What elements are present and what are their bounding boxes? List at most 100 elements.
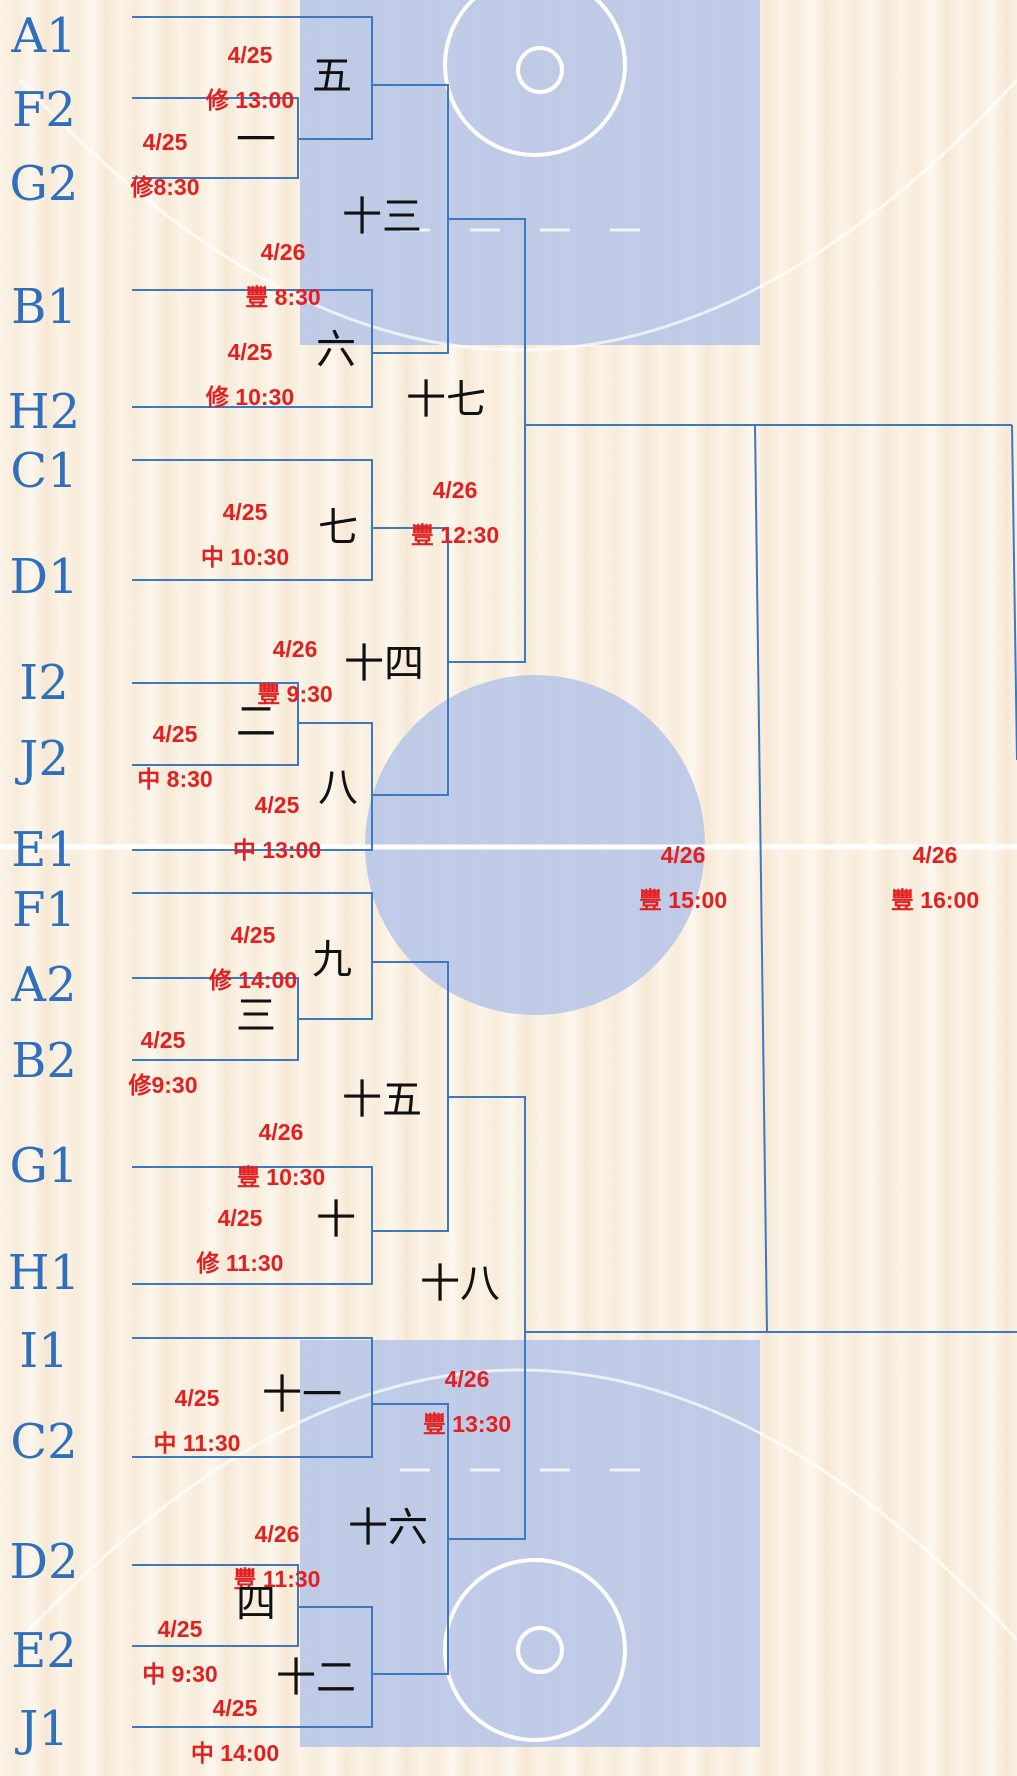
team-label: H2 bbox=[7, 384, 81, 440]
match-time: 中 14:00 bbox=[190, 1740, 280, 1766]
bracket-line-semifinal bbox=[525, 424, 769, 1333]
match-time: 豐 9:30 bbox=[257, 681, 333, 707]
bracket-line-match-3 bbox=[132, 977, 299, 1061]
match-number: 八 bbox=[318, 765, 358, 811]
match-schedule: 4/25 中 13:00 bbox=[222, 783, 332, 873]
team-label: I1 bbox=[19, 1323, 69, 1379]
match-date: 4/25 bbox=[222, 499, 268, 525]
match-schedule: 4/26 豐 12:30 bbox=[400, 468, 510, 558]
match-schedule: 4/25 中 11:30 bbox=[142, 1376, 252, 1466]
match-number: 三 bbox=[236, 993, 276, 1039]
match-schedule: 4/25 修 10:30 bbox=[195, 330, 305, 420]
match-date: 4/25 bbox=[152, 721, 198, 747]
match-time: 豐 10:30 bbox=[236, 1164, 326, 1190]
match-schedule: 4/26 豐 10:30 bbox=[226, 1110, 336, 1200]
match-time: 豐 11:30 bbox=[233, 1566, 321, 1592]
match-time: 中 10:30 bbox=[200, 544, 290, 570]
match-date: 4/26 bbox=[432, 477, 478, 503]
bracket-line-match-6 bbox=[132, 289, 373, 408]
bracket-line-match-12 bbox=[132, 1606, 373, 1728]
team-label: D2 bbox=[9, 1534, 79, 1590]
team-label: G1 bbox=[9, 1138, 79, 1194]
match-date: 4/25 bbox=[174, 1385, 220, 1411]
match-date: 4/25 bbox=[230, 922, 276, 948]
match-number: 九 bbox=[312, 937, 352, 983]
bracket-line-match-17 bbox=[448, 218, 526, 663]
team-label: G2 bbox=[9, 156, 79, 212]
match-schedule: 4/26 豐 13:30 bbox=[412, 1357, 522, 1447]
match-schedule: 4/26 豐 11:30 bbox=[222, 1512, 332, 1602]
match-number: 十七 bbox=[406, 377, 486, 423]
match-time: 中 9:30 bbox=[142, 1661, 218, 1687]
match-date: 4/25 bbox=[227, 42, 273, 68]
team-label: H1 bbox=[7, 1245, 81, 1301]
bracket-line-match-5 bbox=[132, 16, 373, 140]
match-time: 豐 8:30 bbox=[245, 284, 321, 310]
match-time: 中 8:30 bbox=[137, 766, 213, 792]
bracket-line-match-18 bbox=[448, 1096, 526, 1540]
match-date: 4/25 bbox=[217, 1205, 263, 1231]
bracket-line-match-4 bbox=[132, 1564, 299, 1647]
final-time: 豐 16:00 bbox=[890, 887, 980, 913]
match-number: 六 bbox=[316, 327, 356, 373]
team-label: B2 bbox=[11, 1033, 77, 1089]
match-time: 修9:30 bbox=[128, 1072, 198, 1098]
match-number: 十五 bbox=[342, 1077, 422, 1123]
match-schedule: 4/25 中 14:00 bbox=[180, 1686, 290, 1776]
match-date: 4/26 bbox=[444, 1366, 490, 1392]
match-time: 中 13:00 bbox=[232, 837, 322, 863]
match-number: 二 bbox=[236, 699, 276, 745]
match-time: 修8:30 bbox=[130, 174, 200, 200]
match-number: 十一 bbox=[262, 1372, 342, 1418]
match-time: 修 10:30 bbox=[205, 384, 295, 410]
match-schedule: 4/25 中 10:30 bbox=[190, 490, 300, 580]
bracket-line-match-11 bbox=[132, 1337, 373, 1458]
team-label: C2 bbox=[10, 1414, 78, 1470]
match-schedule: 4/25 修9:30 bbox=[118, 1018, 208, 1108]
match-date: 4/25 bbox=[142, 129, 188, 155]
match-time: 修 11:30 bbox=[196, 1250, 284, 1276]
match-date: 4/25 bbox=[227, 339, 273, 365]
team-label: I2 bbox=[19, 655, 69, 711]
match-date: 4/26 bbox=[260, 239, 306, 265]
team-label: F1 bbox=[12, 882, 76, 938]
team-label: A1 bbox=[11, 8, 77, 64]
match-number: 十 bbox=[316, 1197, 356, 1243]
team-label: J2 bbox=[19, 731, 69, 787]
match-time: 豐 12:30 bbox=[410, 522, 500, 548]
match-date: 4/26 bbox=[258, 1119, 304, 1145]
team-label: J1 bbox=[19, 1701, 69, 1757]
match-number: 十六 bbox=[348, 1505, 428, 1551]
bracket-line-match-9 bbox=[132, 892, 373, 1020]
match-time: 豐 13:30 bbox=[422, 1411, 512, 1437]
bracket-line-match-10 bbox=[132, 1166, 373, 1285]
match-time: 修 14:00 bbox=[208, 967, 298, 993]
match-date: 4/25 bbox=[140, 1027, 186, 1053]
match-time: 中 11:30 bbox=[153, 1430, 241, 1456]
match-schedule: 4/25 中 8:30 bbox=[130, 712, 220, 802]
team-label: E1 bbox=[11, 822, 77, 878]
team-label: A2 bbox=[11, 957, 77, 1013]
match-number: 十二 bbox=[276, 1655, 356, 1701]
match-date: 4/26 bbox=[254, 1521, 300, 1547]
match-number: 十八 bbox=[420, 1261, 500, 1307]
match-number: 七 bbox=[318, 505, 358, 551]
match-schedule: 4/26 豐 8:30 bbox=[228, 230, 338, 320]
final-schedule: 4/26 豐 16:00 bbox=[880, 833, 990, 923]
match-date: 4/25 bbox=[254, 792, 300, 818]
semifinal-time: 豐 15:00 bbox=[638, 887, 728, 913]
match-number: 一 bbox=[236, 117, 276, 163]
match-number: 四 bbox=[236, 1581, 276, 1627]
final-date: 4/26 bbox=[912, 842, 958, 868]
match-schedule: 4/25 修8:30 bbox=[120, 120, 210, 210]
match-schedule: 4/25 修 14:00 bbox=[193, 913, 313, 1003]
match-number: 十四 bbox=[344, 641, 424, 687]
match-date: 4/25 bbox=[212, 1695, 258, 1721]
match-number: 十三 bbox=[342, 194, 422, 240]
